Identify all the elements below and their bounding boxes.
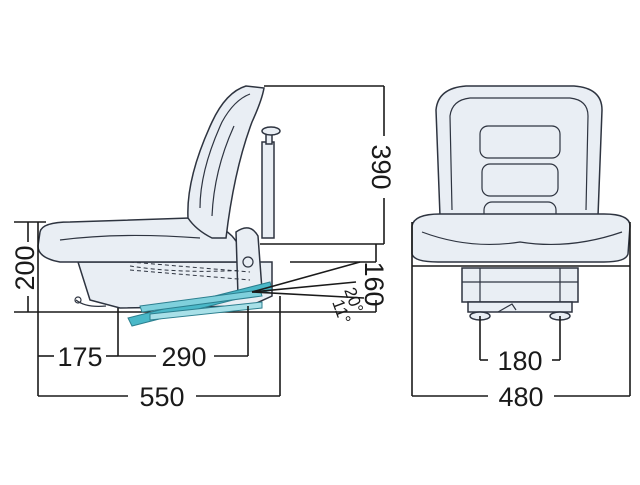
dim-200-label: 200 bbox=[10, 245, 40, 290]
angle-ray-base bbox=[251, 291, 365, 299]
front-view bbox=[411, 85, 631, 321]
front-mechanism bbox=[461, 267, 579, 303]
angle-ray-lower bbox=[251, 281, 357, 293]
tilt-plate-b bbox=[139, 289, 263, 313]
recline-dashed bbox=[129, 261, 251, 281]
backrest-seam bbox=[199, 93, 251, 209]
seat-cushion bbox=[37, 217, 242, 263]
front-cushion bbox=[411, 213, 631, 263]
front-rails bbox=[467, 301, 573, 313]
recline-pivot bbox=[242, 256, 254, 268]
back-panel-mid bbox=[481, 163, 559, 197]
seat-backrest bbox=[187, 85, 265, 239]
tilt-plate-c bbox=[149, 301, 263, 321]
side-dimensions: 390 160 200 175 290 550 bbox=[10, 85, 396, 412]
dim-175-label: 175 bbox=[57, 342, 102, 372]
dim-550-label: 550 bbox=[139, 382, 184, 412]
backrest-inner-edge bbox=[449, 97, 589, 211]
armrest-cap bbox=[261, 126, 281, 136]
dim-390-label: 390 bbox=[366, 144, 396, 189]
dim-180-label: 180 bbox=[497, 346, 542, 376]
side-view: 20° 11° bbox=[37, 85, 367, 327]
adjust-knob bbox=[497, 303, 517, 313]
lever-knob bbox=[74, 296, 82, 304]
front-backrest bbox=[435, 85, 603, 217]
backrest-seam-2 bbox=[211, 125, 235, 217]
back-panel-top bbox=[479, 125, 561, 159]
angle-ray-upper bbox=[251, 261, 361, 293]
tilt-mechanism bbox=[127, 281, 273, 327]
dim-290-label: 290 bbox=[161, 342, 206, 372]
dim-160-label: 160 bbox=[359, 261, 389, 306]
cushion-seam bbox=[59, 234, 201, 241]
front-dimensions: 180 480 bbox=[411, 222, 631, 412]
armrest-stem bbox=[261, 141, 275, 239]
cushion-front-seam bbox=[421, 231, 623, 246]
dim-480-label: 480 bbox=[498, 382, 543, 412]
front-lever bbox=[75, 299, 107, 307]
